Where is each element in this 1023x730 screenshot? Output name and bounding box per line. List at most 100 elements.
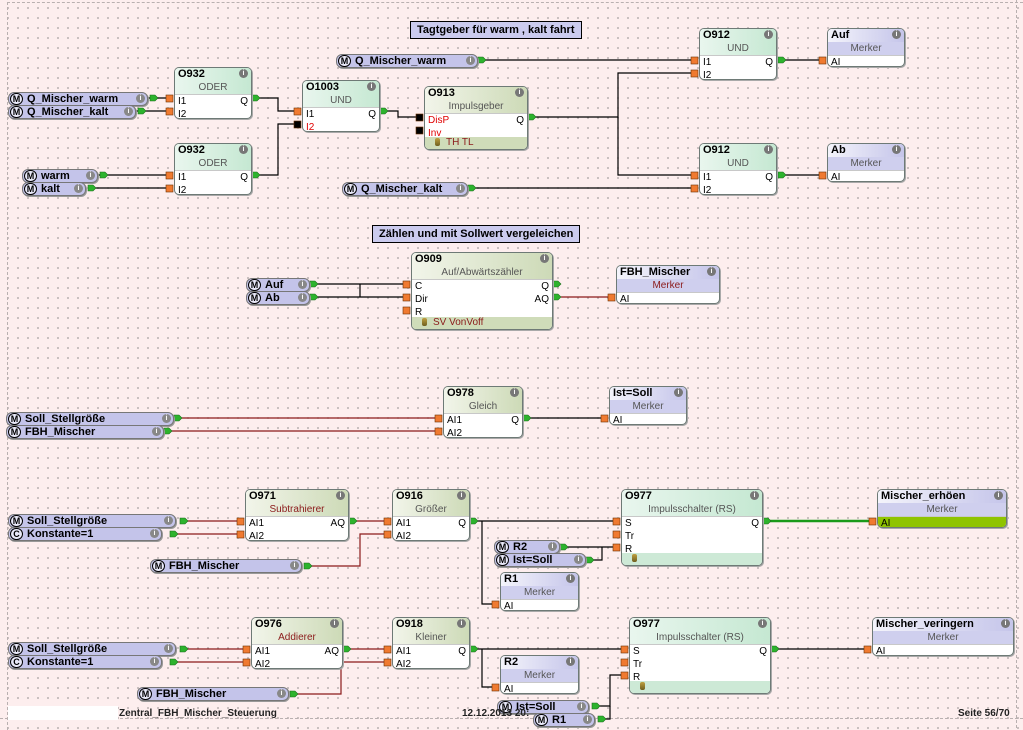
- output-connector[interactable]: [591, 702, 601, 710]
- info-icon[interactable]: i: [330, 619, 339, 628]
- input-connector[interactable]: [165, 184, 174, 193]
- input-pin-ai2[interactable]: AI2: [249, 531, 265, 541]
- info-icon[interactable]: i: [239, 69, 248, 78]
- input-connector[interactable]: [863, 645, 872, 654]
- info-icon[interactable]: i: [577, 702, 586, 711]
- input-pin-i2[interactable]: I2: [306, 122, 315, 132]
- output-connector[interactable]: [762, 517, 772, 525]
- output-connector[interactable]: [552, 293, 562, 301]
- input-connector[interactable]: [242, 658, 251, 667]
- wire[interactable]: [481, 521, 494, 605]
- output-connector[interactable]: [163, 427, 173, 435]
- input-connector[interactable]: [402, 306, 411, 315]
- input-pin-s[interactable]: S: [625, 518, 632, 529]
- wire[interactable]: [258, 97, 296, 112]
- wire[interactable]: [296, 661, 386, 695]
- output-pin-q[interactable]: Q: [759, 646, 767, 657]
- output-connector[interactable]: [173, 414, 183, 422]
- input-pin-i1[interactable]: I1: [178, 172, 187, 183]
- input-pin-i1[interactable]: I1: [178, 96, 187, 107]
- input-pin-r[interactable]: R: [633, 672, 641, 683]
- info-icon[interactable]: i: [764, 145, 773, 154]
- input-connector[interactable]: [402, 293, 411, 302]
- input-pin-tr[interactable]: Tr: [625, 531, 635, 542]
- info-icon[interactable]: i: [574, 555, 583, 564]
- output-connector[interactable]: [527, 113, 537, 121]
- info-icon[interactable]: i: [86, 171, 95, 180]
- info-icon[interactable]: i: [764, 30, 773, 39]
- output-pin-q[interactable]: Q: [458, 518, 466, 529]
- info-icon[interactable]: i: [583, 715, 592, 724]
- info-icon[interactable]: i: [510, 388, 519, 397]
- info-icon[interactable]: i: [290, 561, 299, 570]
- input-connector[interactable]: [620, 658, 629, 667]
- output-connector[interactable]: [348, 517, 358, 525]
- info-icon[interactable]: i: [277, 689, 286, 698]
- output-pin-q[interactable]: Q: [751, 518, 759, 529]
- input-pin-i2[interactable]: I2: [178, 109, 187, 119]
- output-pin-q[interactable]: Q: [765, 172, 773, 183]
- info-icon[interactable]: i: [566, 574, 575, 583]
- info-icon[interactable]: i: [457, 619, 466, 628]
- output-connector[interactable]: [777, 56, 787, 64]
- output-pin-q[interactable]: Q: [541, 281, 549, 292]
- input-pin-i2[interactable]: I2: [703, 185, 712, 195]
- info-icon[interactable]: i: [707, 267, 716, 276]
- output-pin-q[interactable]: Q: [240, 172, 248, 183]
- output-pin-aq[interactable]: AQ: [330, 518, 345, 529]
- info-icon[interactable]: i: [466, 56, 475, 65]
- input-pin-ai2[interactable]: AI2: [255, 659, 271, 669]
- input-connector[interactable]: [165, 94, 174, 103]
- info-icon[interactable]: i: [152, 427, 161, 436]
- input-connector[interactable]: [818, 171, 827, 180]
- info-icon[interactable]: i: [540, 254, 549, 263]
- input-pin-ai[interactable]: AI: [620, 294, 630, 304]
- input-pin-ai[interactable]: AI: [504, 601, 514, 611]
- input-pin-ai1[interactable]: AI1: [396, 518, 412, 529]
- input-connector[interactable]: [236, 517, 245, 526]
- output-connector[interactable]: [309, 293, 319, 301]
- output-connector[interactable]: [137, 107, 147, 115]
- input-pin-ai2[interactable]: AI2: [396, 659, 412, 669]
- input-pin-ai[interactable]: AI: [878, 517, 1006, 527]
- input-pin-i2[interactable]: I2: [703, 70, 712, 80]
- input-pin-ai[interactable]: AI: [831, 172, 841, 182]
- output-connector[interactable]: [552, 280, 562, 288]
- input-pin-ai1[interactable]: AI1: [396, 646, 412, 657]
- output-connector[interactable]: [777, 171, 787, 179]
- input-connector[interactable]: [620, 645, 629, 654]
- input-pin-c[interactable]: C: [415, 281, 423, 292]
- info-icon[interactable]: i: [758, 619, 767, 628]
- info-icon[interactable]: i: [892, 30, 901, 39]
- input-connector[interactable]: [242, 645, 251, 654]
- input-connector[interactable]: [818, 56, 827, 65]
- output-connector[interactable]: [251, 171, 261, 179]
- input-pin-i1[interactable]: I1: [703, 172, 712, 183]
- input-pin-ai[interactable]: AI: [504, 684, 514, 694]
- output-connector[interactable]: [469, 645, 479, 653]
- output-connector[interactable]: [179, 645, 189, 653]
- info-icon[interactable]: i: [456, 184, 465, 193]
- info-icon[interactable]: i: [164, 644, 173, 653]
